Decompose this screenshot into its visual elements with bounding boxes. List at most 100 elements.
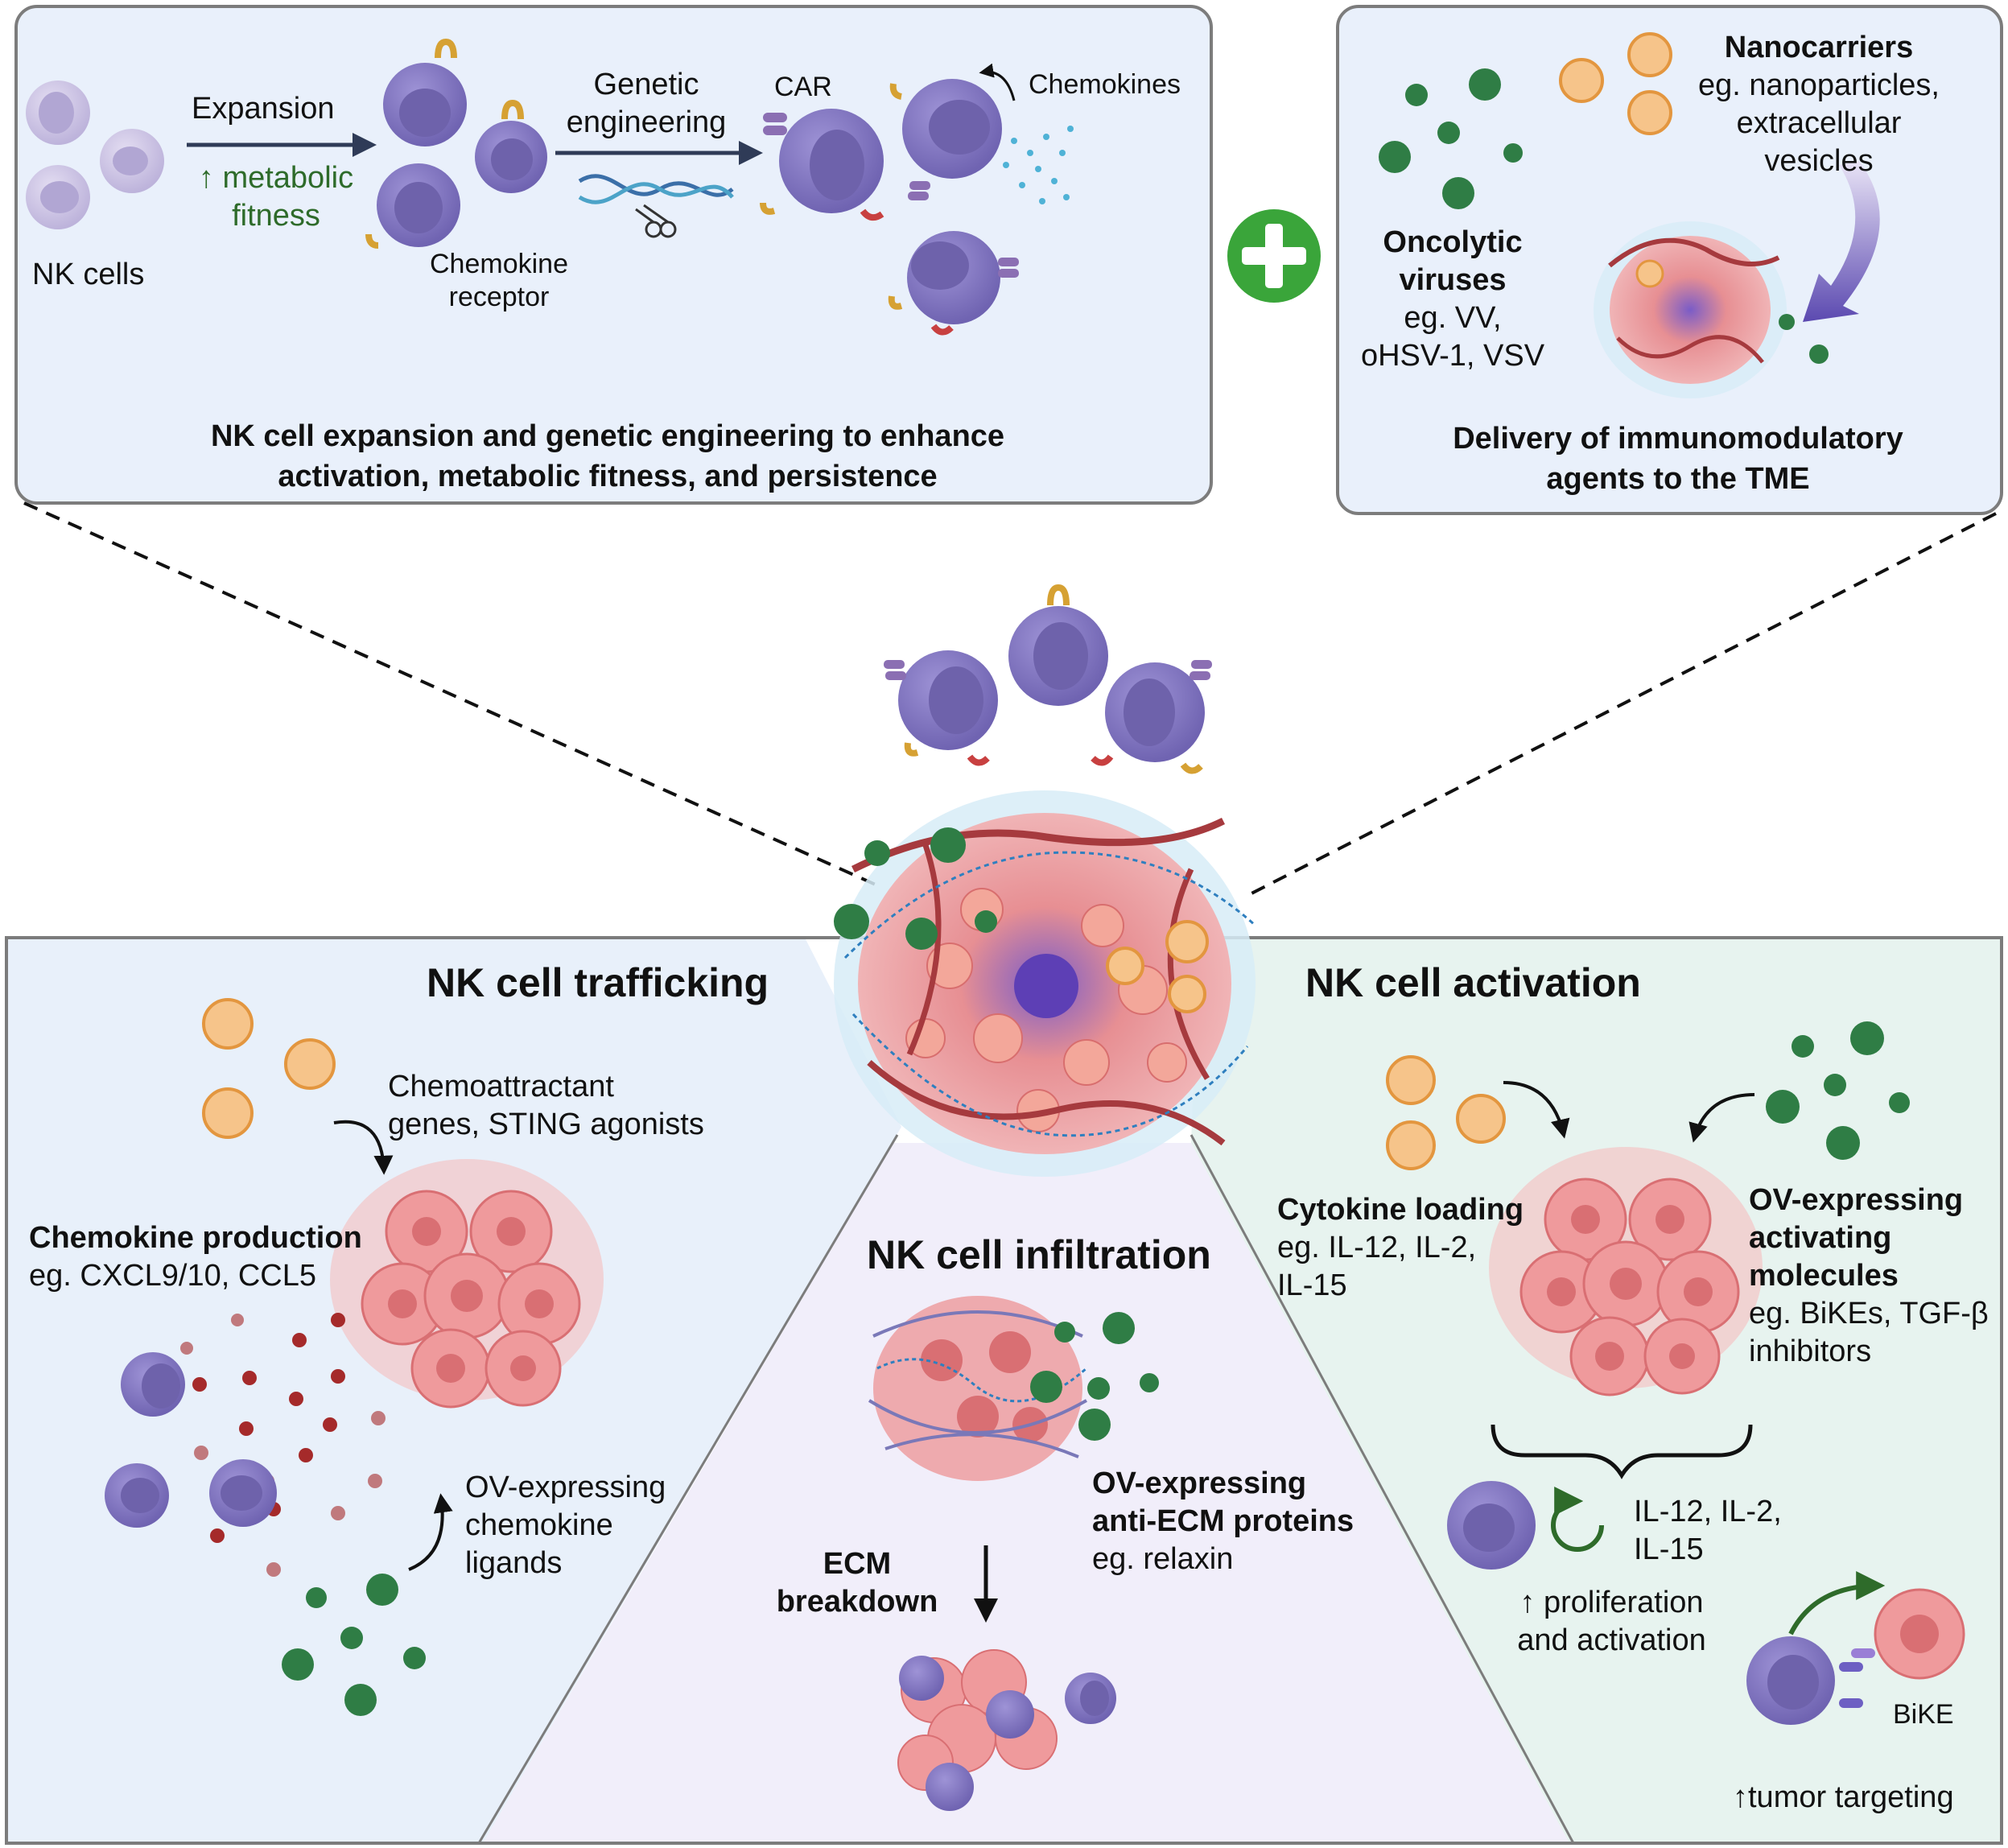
ov-line-2: viruses bbox=[1399, 263, 1507, 297]
ov-act-line-4: eg. BiKEs, TGF-β bbox=[1749, 1297, 1989, 1330]
chemokine-production-label: Chemokine production eg. CXCL9/10, CCL5 bbox=[29, 1219, 362, 1295]
prolif-line-2: and activation bbox=[1517, 1623, 1706, 1657]
il-label: IL-12, IL-2, IL-15 bbox=[1634, 1493, 1782, 1569]
trafficking-viruses bbox=[282, 1574, 426, 1716]
ov-act-line-1: OV-expressing bbox=[1749, 1183, 1964, 1217]
chemoattractant-line-1: Chemoattractant bbox=[388, 1070, 614, 1103]
top-right-caption-line-1: Delivery of immunomodulatory bbox=[1453, 422, 1903, 456]
virus-icon bbox=[1379, 68, 1523, 209]
top-left-caption: NK cell expansion and genetic engineerin… bbox=[80, 416, 1135, 497]
nk-cell-icon bbox=[365, 38, 547, 249]
activation-tumor-icon bbox=[1489, 1147, 1763, 1396]
ov-chemokine-ligands-label: OV-expressing chemokine ligands bbox=[465, 1469, 666, 1582]
tumor-icon bbox=[1594, 221, 1829, 398]
expansion-label: Expansion bbox=[192, 92, 335, 126]
chemokines-label: Chemokines bbox=[1029, 69, 1181, 100]
nanocarriers-line-3: vesicles bbox=[1764, 144, 1874, 178]
left-divider bbox=[477, 1134, 899, 1844]
ov-chemokine-line-2: chemokine bbox=[465, 1508, 613, 1542]
nanocarriers-line-2: extracellular bbox=[1736, 106, 1902, 140]
activation-brace bbox=[1491, 1424, 1753, 1479]
ov-ecm-line-3: eg. relaxin bbox=[1092, 1542, 1234, 1576]
plus-icon bbox=[1227, 209, 1321, 303]
ov-chemokine-line-1: OV-expressing bbox=[465, 1471, 666, 1504]
top-left-caption-line-1: NK cell expansion and genetic engineerin… bbox=[210, 419, 1005, 453]
bike-nk-cell-icon bbox=[1746, 1571, 1886, 1725]
chemoattractant-line-2: genes, STING agonists bbox=[388, 1108, 704, 1141]
cytokine-loading-label: Cytokine loading eg. IL-12, IL-2, IL-15 bbox=[1277, 1191, 1524, 1305]
ecm-line-2: breakdown bbox=[776, 1585, 938, 1619]
right-divider bbox=[1190, 1134, 1575, 1844]
ecm-breakdown-label: ECM breakdown bbox=[765, 1545, 950, 1621]
resting-nk-cell-icon bbox=[26, 80, 164, 229]
bike-tumor-cell-icon bbox=[1874, 1588, 1965, 1680]
trafficking-title: NK cell trafficking bbox=[427, 960, 769, 1005]
ov-line-3: eg. VV, bbox=[1404, 301, 1502, 335]
tumor-targeting-label: ↑tumor targeting bbox=[1733, 1780, 1954, 1814]
central-nk-cells bbox=[884, 584, 1212, 774]
activation-arrow-right bbox=[1688, 1093, 1755, 1143]
genetic-engineering-label: Genetic engineering bbox=[554, 66, 739, 142]
activation-nanocarriers bbox=[1386, 1055, 1506, 1170]
dna-scissors-icon bbox=[578, 174, 734, 238]
infiltration-tumor-ecm-icon bbox=[868, 1296, 1159, 1481]
activated-nk-cell-icon bbox=[1447, 1481, 1536, 1570]
infiltrated-tumor-icon bbox=[897, 1649, 1116, 1811]
dashed-connector-right bbox=[1251, 512, 1997, 895]
cytokine-title: Cytokine loading bbox=[1277, 1193, 1524, 1227]
ov-act-line-2: activating bbox=[1749, 1221, 1892, 1255]
car-label: CAR bbox=[774, 72, 832, 102]
nanocarriers-line-1: eg. nanoparticles, bbox=[1698, 68, 1940, 102]
autocrine-loop-arrow bbox=[1551, 1487, 1604, 1552]
ecm-line-1: ECM bbox=[823, 1547, 892, 1581]
dashed-connector-left bbox=[23, 501, 878, 887]
ov-line-4: oHSV-1, VSV bbox=[1360, 339, 1545, 373]
receptor-line-2: receptor bbox=[448, 282, 550, 312]
chemokine-receptor-label: Chemokine receptor bbox=[406, 248, 592, 314]
chemoattractant-label: Chemoattractant genes, STING agonists bbox=[388, 1068, 704, 1144]
activation-title: NK cell activation bbox=[1305, 960, 1641, 1005]
nk-cells-label: NK cells bbox=[32, 258, 145, 291]
nanocarriers-title: Nanocarriers bbox=[1724, 31, 1914, 64]
il-line-2: IL-15 bbox=[1634, 1532, 1704, 1566]
trafficking-nk-cells bbox=[105, 1352, 277, 1528]
top-right-caption: Delivery of immunomodulatory agents to t… bbox=[1368, 419, 1988, 499]
ov-act-line-5: inhibitors bbox=[1749, 1334, 1872, 1368]
chemokine-production-title: Chemokine production bbox=[29, 1221, 362, 1255]
metabolic-line-2: fitness bbox=[232, 199, 320, 233]
car-receptor-icon bbox=[760, 63, 1074, 336]
receptor-line-1: Chemokine bbox=[430, 249, 568, 279]
chemokine-production-detail: eg. CXCL9/10, CCL5 bbox=[29, 1259, 316, 1293]
il-line-1: IL-12, IL-2, bbox=[1634, 1495, 1782, 1528]
nanocarrier-icon bbox=[1559, 32, 1672, 135]
ov-act-line-3: molecules bbox=[1749, 1259, 1899, 1293]
trafficking-arrow-up bbox=[408, 1493, 453, 1571]
ov-ecm-line-2: anti-ECM proteins bbox=[1092, 1504, 1354, 1538]
nanocarriers-label: Nanocarriers eg. nanoparticles, extracel… bbox=[1682, 29, 1956, 180]
activation-viruses bbox=[1766, 1021, 1910, 1160]
ov-ecm-line-1: OV-expressing bbox=[1092, 1466, 1307, 1500]
infiltration-title: NK cell infiltration bbox=[867, 1232, 1211, 1277]
genetic-line-1: Genetic bbox=[593, 68, 699, 101]
purple-delivery-arrow bbox=[1803, 161, 1880, 322]
trafficking-arrow-down bbox=[333, 1120, 394, 1175]
ov-anti-ecm-label: OV-expressing anti-ECM proteins eg. rela… bbox=[1092, 1465, 1354, 1578]
cytokine-line-1: eg. IL-12, IL-2, bbox=[1277, 1231, 1477, 1264]
trafficking-tumor-icon bbox=[330, 1159, 604, 1409]
bike-label: BiKE bbox=[1893, 1699, 1954, 1730]
ov-line-1: Oncolytic bbox=[1383, 225, 1523, 259]
genetic-line-2: engineering bbox=[566, 105, 727, 139]
ov-activating-label: OV-expressing activating molecules eg. B… bbox=[1749, 1182, 1989, 1371]
metabolic-fitness-label: ↑ metabolic fitness bbox=[183, 159, 369, 235]
prolif-line-1: ↑ proliferation bbox=[1519, 1586, 1704, 1619]
cytokine-line-2: IL-15 bbox=[1277, 1268, 1347, 1302]
trafficking-nanocarriers bbox=[202, 998, 336, 1139]
top-right-caption-line-2: agents to the TME bbox=[1546, 462, 1810, 496]
central-tumor-icon bbox=[834, 790, 1257, 1177]
ov-chemokine-line-3: ligands bbox=[465, 1546, 563, 1580]
top-left-caption-line-2: activation, metabolic fitness, and persi… bbox=[278, 460, 938, 493]
infiltration-panel-bg bbox=[483, 1143, 1569, 1843]
proliferation-label: ↑ proliferation and activation bbox=[1489, 1584, 1734, 1660]
activation-arrow-left bbox=[1503, 1081, 1570, 1139]
